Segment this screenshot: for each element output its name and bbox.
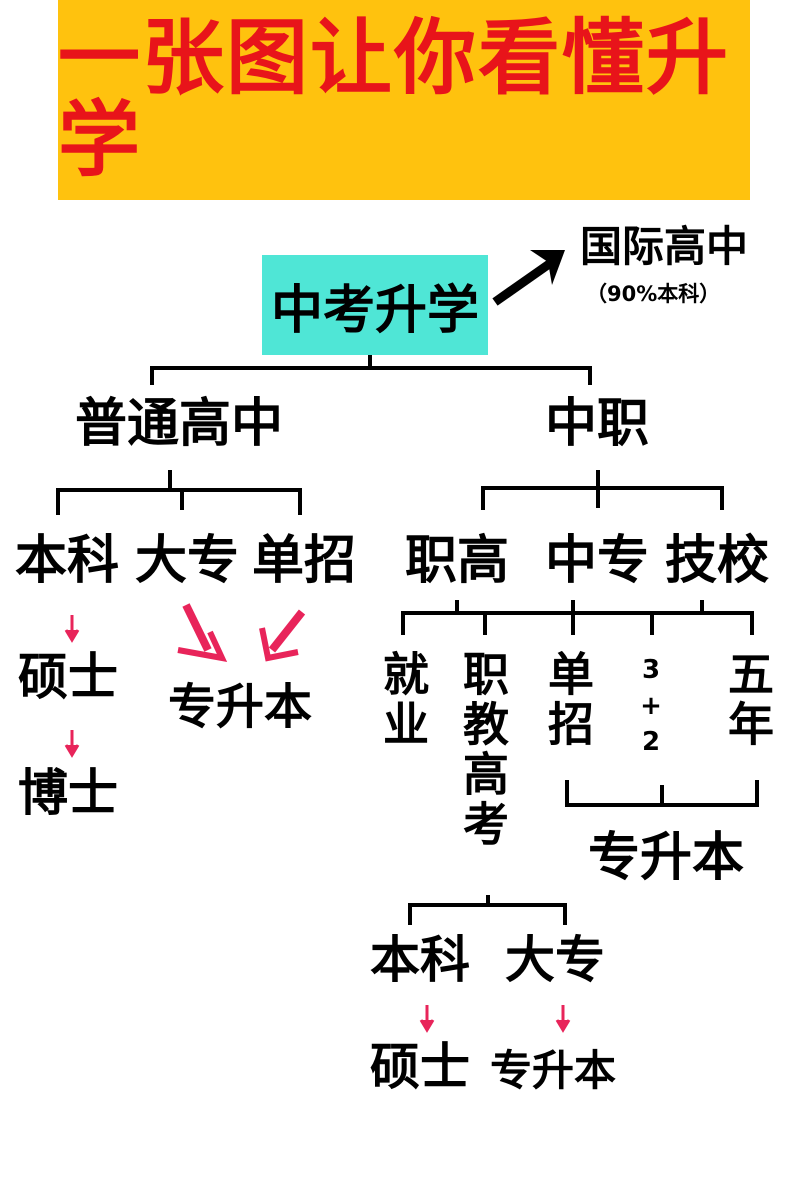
- general-high-label: 普通高中: [75, 394, 284, 454]
- pink-arrows: [64, 603, 571, 1033]
- title-banner: 一张图让你看懂升学: [58, 0, 750, 200]
- vocational-bracket: [481, 470, 724, 510]
- vocational-outcome-bracket: [401, 600, 754, 635]
- arrow-down-icon: [419, 1005, 435, 1033]
- vocational-branch-secondary: 中专: [545, 531, 650, 591]
- outcome-3-plus-2: 3+2: [636, 655, 666, 763]
- international-high-note: （90%本科）: [586, 282, 721, 306]
- international-high-label: 国际高中: [580, 222, 749, 271]
- root-bracket: [150, 355, 592, 385]
- root-node: 中考升学: [262, 255, 488, 355]
- general-branch-college: 大专: [135, 531, 240, 591]
- arrow-down-icon: [64, 615, 80, 643]
- arrow-down-icon: [64, 730, 80, 758]
- outcome-five-year: 五年: [721, 650, 775, 750]
- vocational-branch-vocational-high: 职高: [405, 531, 510, 591]
- general-bracket: [56, 470, 302, 515]
- exam-branch-bachelor: 本科: [370, 931, 470, 989]
- page-title: 一张图让你看懂升学: [58, 11, 731, 188]
- general-masters: 硕士: [18, 648, 118, 706]
- outcome-employment: 就业: [376, 650, 430, 750]
- upgrade-bracket: [565, 780, 759, 807]
- exam-bracket: [408, 895, 567, 925]
- vocational-upgrade: 专升本: [588, 828, 745, 888]
- vocational-branch-technical: 技校: [665, 531, 770, 591]
- outcome-vocational-exam: 职教高考: [456, 650, 510, 850]
- outcome-single-admission: 单招: [541, 650, 595, 750]
- arrow-down-right-icon: [182, 603, 212, 652]
- exam-branch-college: 大专: [505, 931, 605, 989]
- exam-masters: 硕士: [370, 1038, 470, 1096]
- vocational-label: 中职: [545, 394, 650, 454]
- general-doctorate: 博士: [18, 764, 118, 822]
- root-label: 中考升学: [270, 280, 479, 341]
- arrow-down-icon: [555, 1005, 571, 1033]
- general-branch-bachelor: 本科: [15, 531, 120, 591]
- exam-upgrade: 专升本: [490, 1046, 617, 1095]
- general-upgrade: 专升本: [168, 679, 313, 735]
- general-branch-single-admission: 单招: [252, 531, 357, 591]
- arrow-to-international: [492, 250, 565, 306]
- arrow-down-left-icon: [268, 609, 306, 653]
